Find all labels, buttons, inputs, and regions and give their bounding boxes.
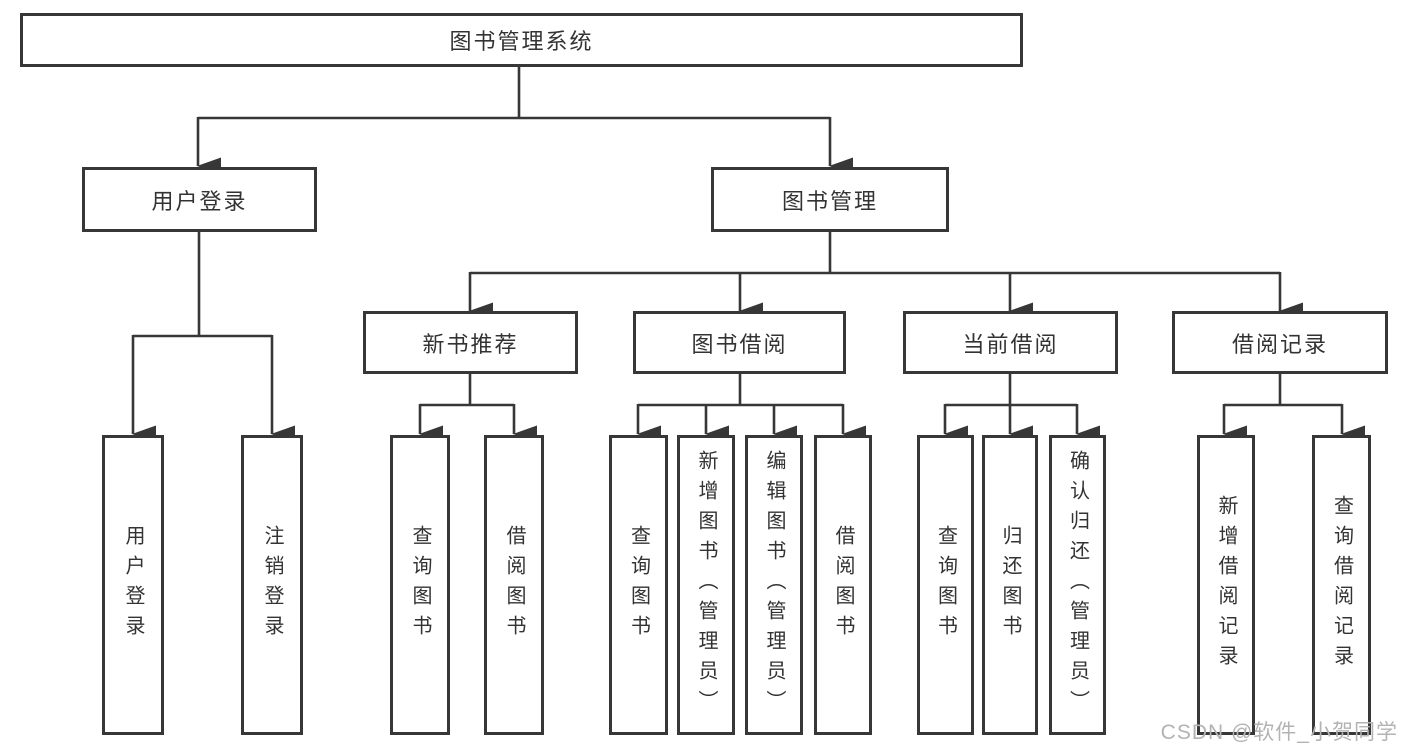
node-label: 查询借阅记录 <box>1330 495 1353 675</box>
leaf-add-book-admin: 新增图书（管理员） <box>677 435 735 735</box>
connector-new-book-recommend <box>418 374 537 443</box>
node-book-management: 图书管理 <box>711 167 949 232</box>
node-new-book-recommend: 新书推荐 <box>363 311 578 374</box>
node-borrow-records: 借阅记录 <box>1172 311 1388 374</box>
node-label: 查询图书 <box>627 525 650 645</box>
node-label: 编辑图书（管理员） <box>763 450 785 720</box>
node-label: 归还图书 <box>999 525 1021 645</box>
leaf-user-login: 用户登录 <box>102 435 164 735</box>
node-label: 新增图书（管理员） <box>695 450 717 720</box>
node-label: 新书推荐 <box>422 331 519 357</box>
leaf-confirm-return-admin: 确认归还（管理员） <box>1049 435 1106 735</box>
node-label: 确认归还（管理员） <box>1066 450 1089 720</box>
leaf-query-books-recommend: 查询图书 <box>390 435 450 735</box>
node-current-borrow: 当前借阅 <box>903 311 1118 374</box>
leaf-return-book: 归还图书 <box>982 435 1038 735</box>
node-label: 图书借阅 <box>691 331 788 357</box>
connector-book-borrow <box>636 374 866 443</box>
node-label: 新增借阅记录 <box>1215 495 1237 675</box>
node-label: 借阅图书 <box>832 525 854 645</box>
leaf-borrow-books-recommend: 借阅图书 <box>484 435 544 735</box>
connector-root <box>196 66 853 175</box>
node-label: 图书管理 <box>781 188 878 214</box>
connector-book-management <box>468 232 1303 320</box>
leaf-query-books-borrow: 查询图书 <box>609 435 668 735</box>
node-label: 借阅记录 <box>1231 331 1328 357</box>
node-label: 注销登录 <box>261 525 283 645</box>
leaf-logout: 注销登录 <box>241 435 303 735</box>
node-label: 查询图书 <box>934 525 957 645</box>
node-user-login: 用户登录 <box>82 167 317 232</box>
node-label: 图书管理系统 <box>449 29 594 54</box>
node-label: 用户登录 <box>122 525 144 645</box>
node-label: 当前借阅 <box>962 331 1059 357</box>
node-book-borrow: 图书借阅 <box>633 311 846 374</box>
connector-current-borrow <box>943 374 1100 443</box>
node-label: 用户登录 <box>151 188 248 214</box>
connector-user-login <box>131 232 295 443</box>
leaf-edit-book-admin: 编辑图书（管理员） <box>745 435 803 735</box>
csdn-watermark: CSDN @软件_小贺同学 <box>1160 721 1398 744</box>
node-library-system: 图书管理系统 <box>20 13 1023 67</box>
leaf-borrow-books-borrow: 借阅图书 <box>814 435 872 735</box>
node-label: 查询图书 <box>409 525 431 645</box>
node-label: 借阅图书 <box>503 525 525 645</box>
leaf-query-books-current: 查询图书 <box>917 435 974 735</box>
leaf-query-borrow-record: 查询借阅记录 <box>1312 435 1371 735</box>
leaf-add-borrow-record: 新增借阅记录 <box>1197 435 1255 735</box>
connector-borrow-records <box>1222 374 1365 443</box>
